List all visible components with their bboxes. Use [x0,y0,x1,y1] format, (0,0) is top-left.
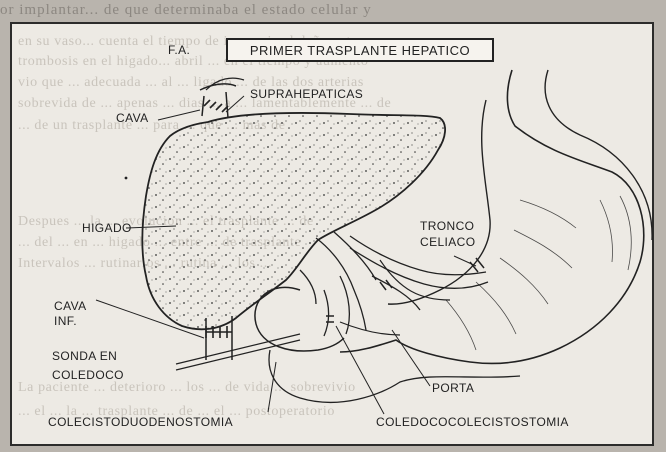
dot-mark [125,177,128,180]
label-suprahepaticas: SUPRAHEPATICAS [250,88,363,101]
label-tronco-line2: CELIACO [420,236,475,249]
duodenum-lower [269,350,520,402]
label-cava-inf-line2: INF. [54,315,87,328]
label-sonda-line1: SONDA EN [52,350,124,363]
stomach-outline [340,70,644,363]
figure-title: PRIMER TRASPLANTE HEPATICO [250,43,470,58]
label-higado: HIGADO [82,222,132,235]
label-tronco-line1: TRONCO [420,220,475,233]
label-cava-inf: CAVA INF. [54,300,87,328]
label-porta: PORTA [432,382,474,395]
label-colecistoduodenostomia: COLECISTODUODENOSTOMIA [48,416,233,429]
label-cava-inf-line1: CAVA [54,300,87,313]
liver [142,113,445,329]
figure-initials: F.A. [168,44,190,57]
label-tronco-celiaco: TRONCO CELIACO [420,220,475,249]
label-coledococolecistostomia: COLEDOCOCOLECISTOSTOMIA [376,416,569,429]
drainage-tube [176,334,300,370]
stomach-inner-curve [545,70,652,240]
label-sonda-coledoco: SONDA EN COLEDOCO [52,350,124,382]
label-cava: CAVA [116,112,149,125]
label-sonda-line2: COLEDOCO [52,369,124,382]
figure-title-box: PRIMER TRASPLANTE HEPATICO [226,38,494,62]
vena-cava-upper [200,84,236,118]
